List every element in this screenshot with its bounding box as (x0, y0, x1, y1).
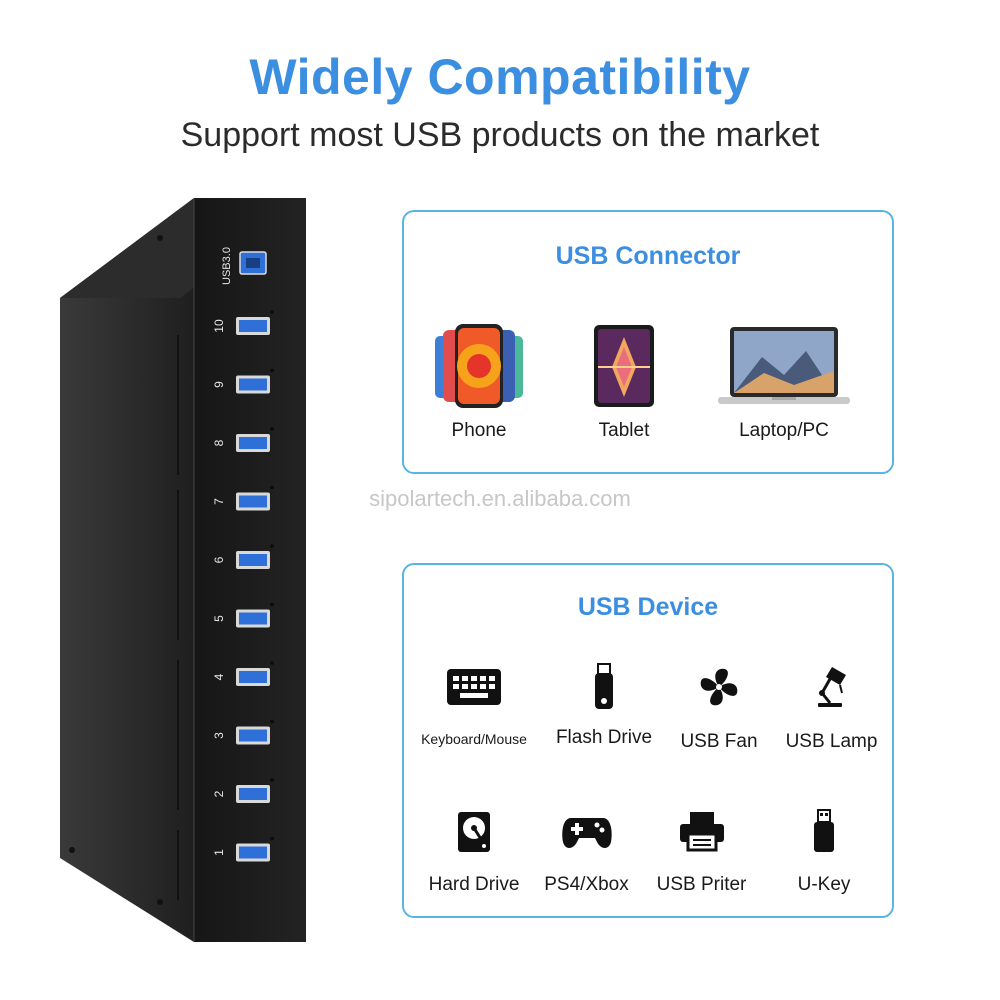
port-number-label: 2 (212, 790, 226, 797)
device-item-flash-drive: Flash Drive (544, 663, 664, 753)
port-number-label: 8 (212, 439, 226, 446)
tablet-icon (594, 325, 654, 407)
usb-port-10: 10 (212, 310, 274, 335)
connector-item-phone: Phone (424, 317, 534, 447)
device-item-label: USB Lamp (785, 731, 878, 752)
fan-icon (700, 668, 738, 706)
device-item-label: Hard Drive (428, 874, 520, 895)
device-item-label: U-Key (797, 874, 851, 895)
device-item-lamp: USB Lamp (774, 663, 889, 753)
page-title: Widely Compatibility (249, 49, 751, 105)
hub-side (60, 198, 194, 942)
connector-item-label: Phone (451, 420, 507, 441)
usb-connector-panel: USB Connector Phone Tablet (402, 210, 894, 474)
printer-icon (679, 812, 724, 852)
device-item-label: Flash Drive (555, 727, 653, 748)
usb-port-9: 9 (212, 368, 274, 394)
phone-icon (435, 324, 523, 408)
port-number-label: 4 (212, 673, 226, 680)
device-item-keyboard: Keyboard/Mouse (409, 663, 539, 753)
port-number-label: 3 (212, 732, 226, 739)
laptop-icon (718, 327, 850, 404)
hard-drive-icon (458, 812, 490, 852)
page-subtitle: Support most USB products on the market (180, 116, 820, 154)
lamp-icon (817, 667, 846, 707)
port-number-label: 1 (212, 849, 226, 856)
usb-port-3: 3 (212, 719, 274, 745)
port-number-label: 9 (212, 381, 226, 388)
connector-item-laptop: Laptop/PC (704, 317, 864, 447)
gamepad-icon (561, 818, 612, 848)
port-number-label: 7 (212, 498, 226, 505)
usb-port-6: 6 (212, 544, 274, 569)
device-item-gamepad: PS4/Xbox (529, 808, 644, 898)
usb-port-7: 7 (212, 485, 274, 511)
usb-connector-title: USB Connector (555, 242, 741, 270)
device-item-label: Keyboard/Mouse (421, 731, 527, 747)
flash-drive-icon (595, 663, 613, 709)
device-item-printer: USB Priter (644, 808, 759, 898)
usb-port-2: 2 (212, 778, 274, 803)
usb-version-label: USB3.0 (221, 247, 233, 285)
keyboard-icon (447, 669, 501, 705)
device-item-label: USB Priter (656, 874, 747, 895)
usb-device-panel: USB Device Keyboard/Mouse Flash Drive (402, 563, 894, 918)
usb-port-1: 1 (212, 836, 274, 862)
device-item-label: PS4/Xbox (544, 874, 629, 895)
port-number-label: 5 (212, 615, 226, 622)
watermark: sipolartech.en.alibaba.com (369, 486, 631, 511)
device-item-hard-drive: Hard Drive (414, 808, 534, 898)
usb-port-5: 5 (212, 602, 274, 628)
hub-front (194, 198, 306, 942)
usb-port-8: 8 (212, 427, 274, 452)
connector-item-label: Laptop/PC (739, 420, 829, 441)
usb-key-icon (814, 809, 834, 852)
usb-hub-image: USB3.0 10 9 8 7 6 5 4 3 2 1 (60, 198, 306, 942)
port-number-label: 6 (212, 556, 226, 563)
port-number-label: 10 (212, 319, 226, 333)
device-item-usb-key: U-Key (764, 808, 884, 898)
device-item-label: USB Fan (680, 731, 758, 752)
usb-device-title: USB Device (577, 593, 719, 621)
connector-item-tablet: Tablet (569, 317, 679, 447)
connector-item-label: Tablet (598, 420, 650, 441)
device-item-fan: USB Fan (664, 663, 774, 753)
usb-port-4: 4 (212, 661, 274, 686)
